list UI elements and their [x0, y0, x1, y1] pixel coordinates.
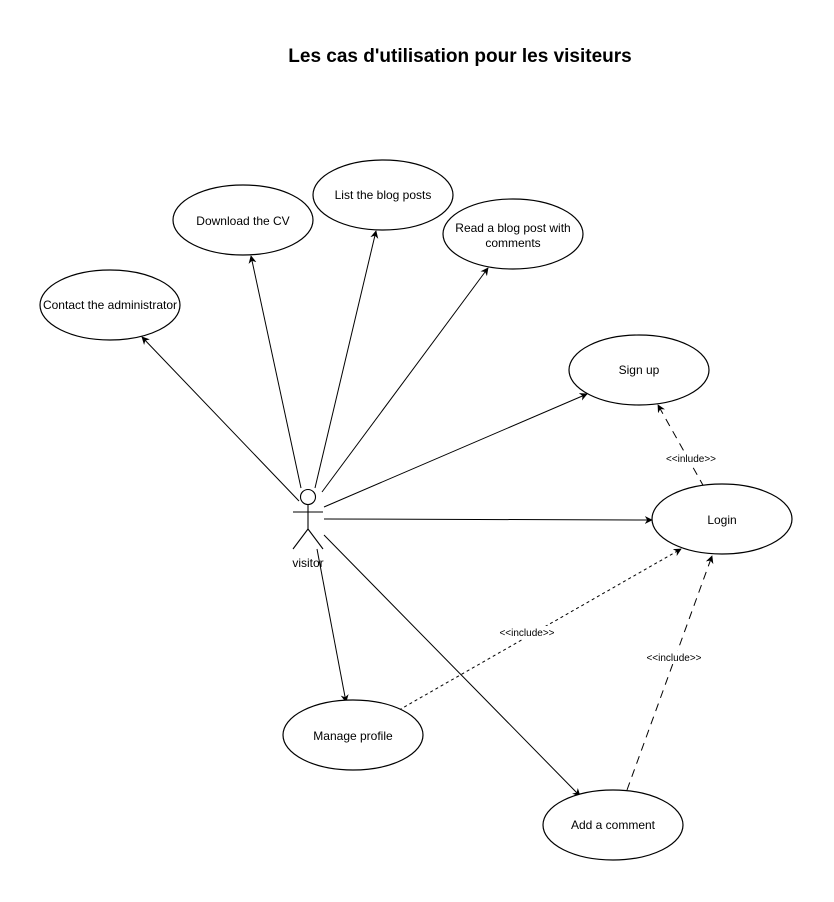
use-case-read-blog-post: Read a blog post with comments	[442, 198, 584, 270]
edge-add-comment-login-include	[626, 555, 714, 791]
actor-visitor: visitor	[292, 488, 324, 570]
edge-visitor-manage-profile	[316, 548, 349, 703]
use-case-label: Login	[707, 513, 736, 527]
use-case-label: Sign up	[619, 363, 660, 377]
actor-head	[299, 488, 317, 506]
use-case-label: Download the CV	[196, 214, 289, 228]
edge-visitor-login	[323, 515, 653, 524]
use-case-add-comment: Add a comment	[542, 789, 684, 861]
actor-left-leg	[292, 528, 309, 550]
include-label-add-comment: <<include>>	[646, 653, 701, 664]
edge-visitor-contact	[141, 336, 300, 502]
edge-labels: <<inlude>> <<include>> <<include>>	[496, 452, 720, 664]
actor-label: visitor	[292, 556, 323, 570]
include-label-manage-profile: <<include>>	[499, 628, 554, 639]
edge-visitor-add-comment	[323, 534, 581, 797]
include-label-sign-up: <<inlude>>	[666, 454, 716, 465]
use-case-list-blog-posts: List the blog posts	[312, 159, 454, 231]
use-case-label: Manage profile	[313, 729, 393, 743]
edge-visitor-sign-up	[323, 393, 588, 508]
use-case-label: Add a comment	[571, 818, 656, 832]
use-case-manage-profile: Manage profile	[282, 699, 424, 771]
edge-visitor-read-post	[321, 267, 489, 493]
edge-visitor-list-posts	[314, 230, 379, 489]
use-case-label: Contact the administrator	[43, 298, 177, 312]
use-case-download-cv: Download the CV	[172, 184, 314, 256]
use-case-label: List the blog posts	[335, 188, 432, 202]
use-case-login: Login	[651, 483, 793, 555]
use-case-label-line-1: Read a blog post with	[455, 221, 570, 235]
use-case-sign-up: Sign up	[568, 334, 710, 406]
actor-right-leg	[307, 528, 324, 550]
use-case-label-line-2: comments	[485, 236, 540, 250]
association-edges	[141, 230, 653, 797]
edge-visitor-download-cv	[248, 255, 302, 489]
diagram-title: Les cas d'utilisation pour les visiteurs	[288, 46, 631, 67]
edge-login-sign-up-include	[657, 404, 705, 488]
use-case-contact-administrator: Contact the administrator	[39, 269, 181, 341]
